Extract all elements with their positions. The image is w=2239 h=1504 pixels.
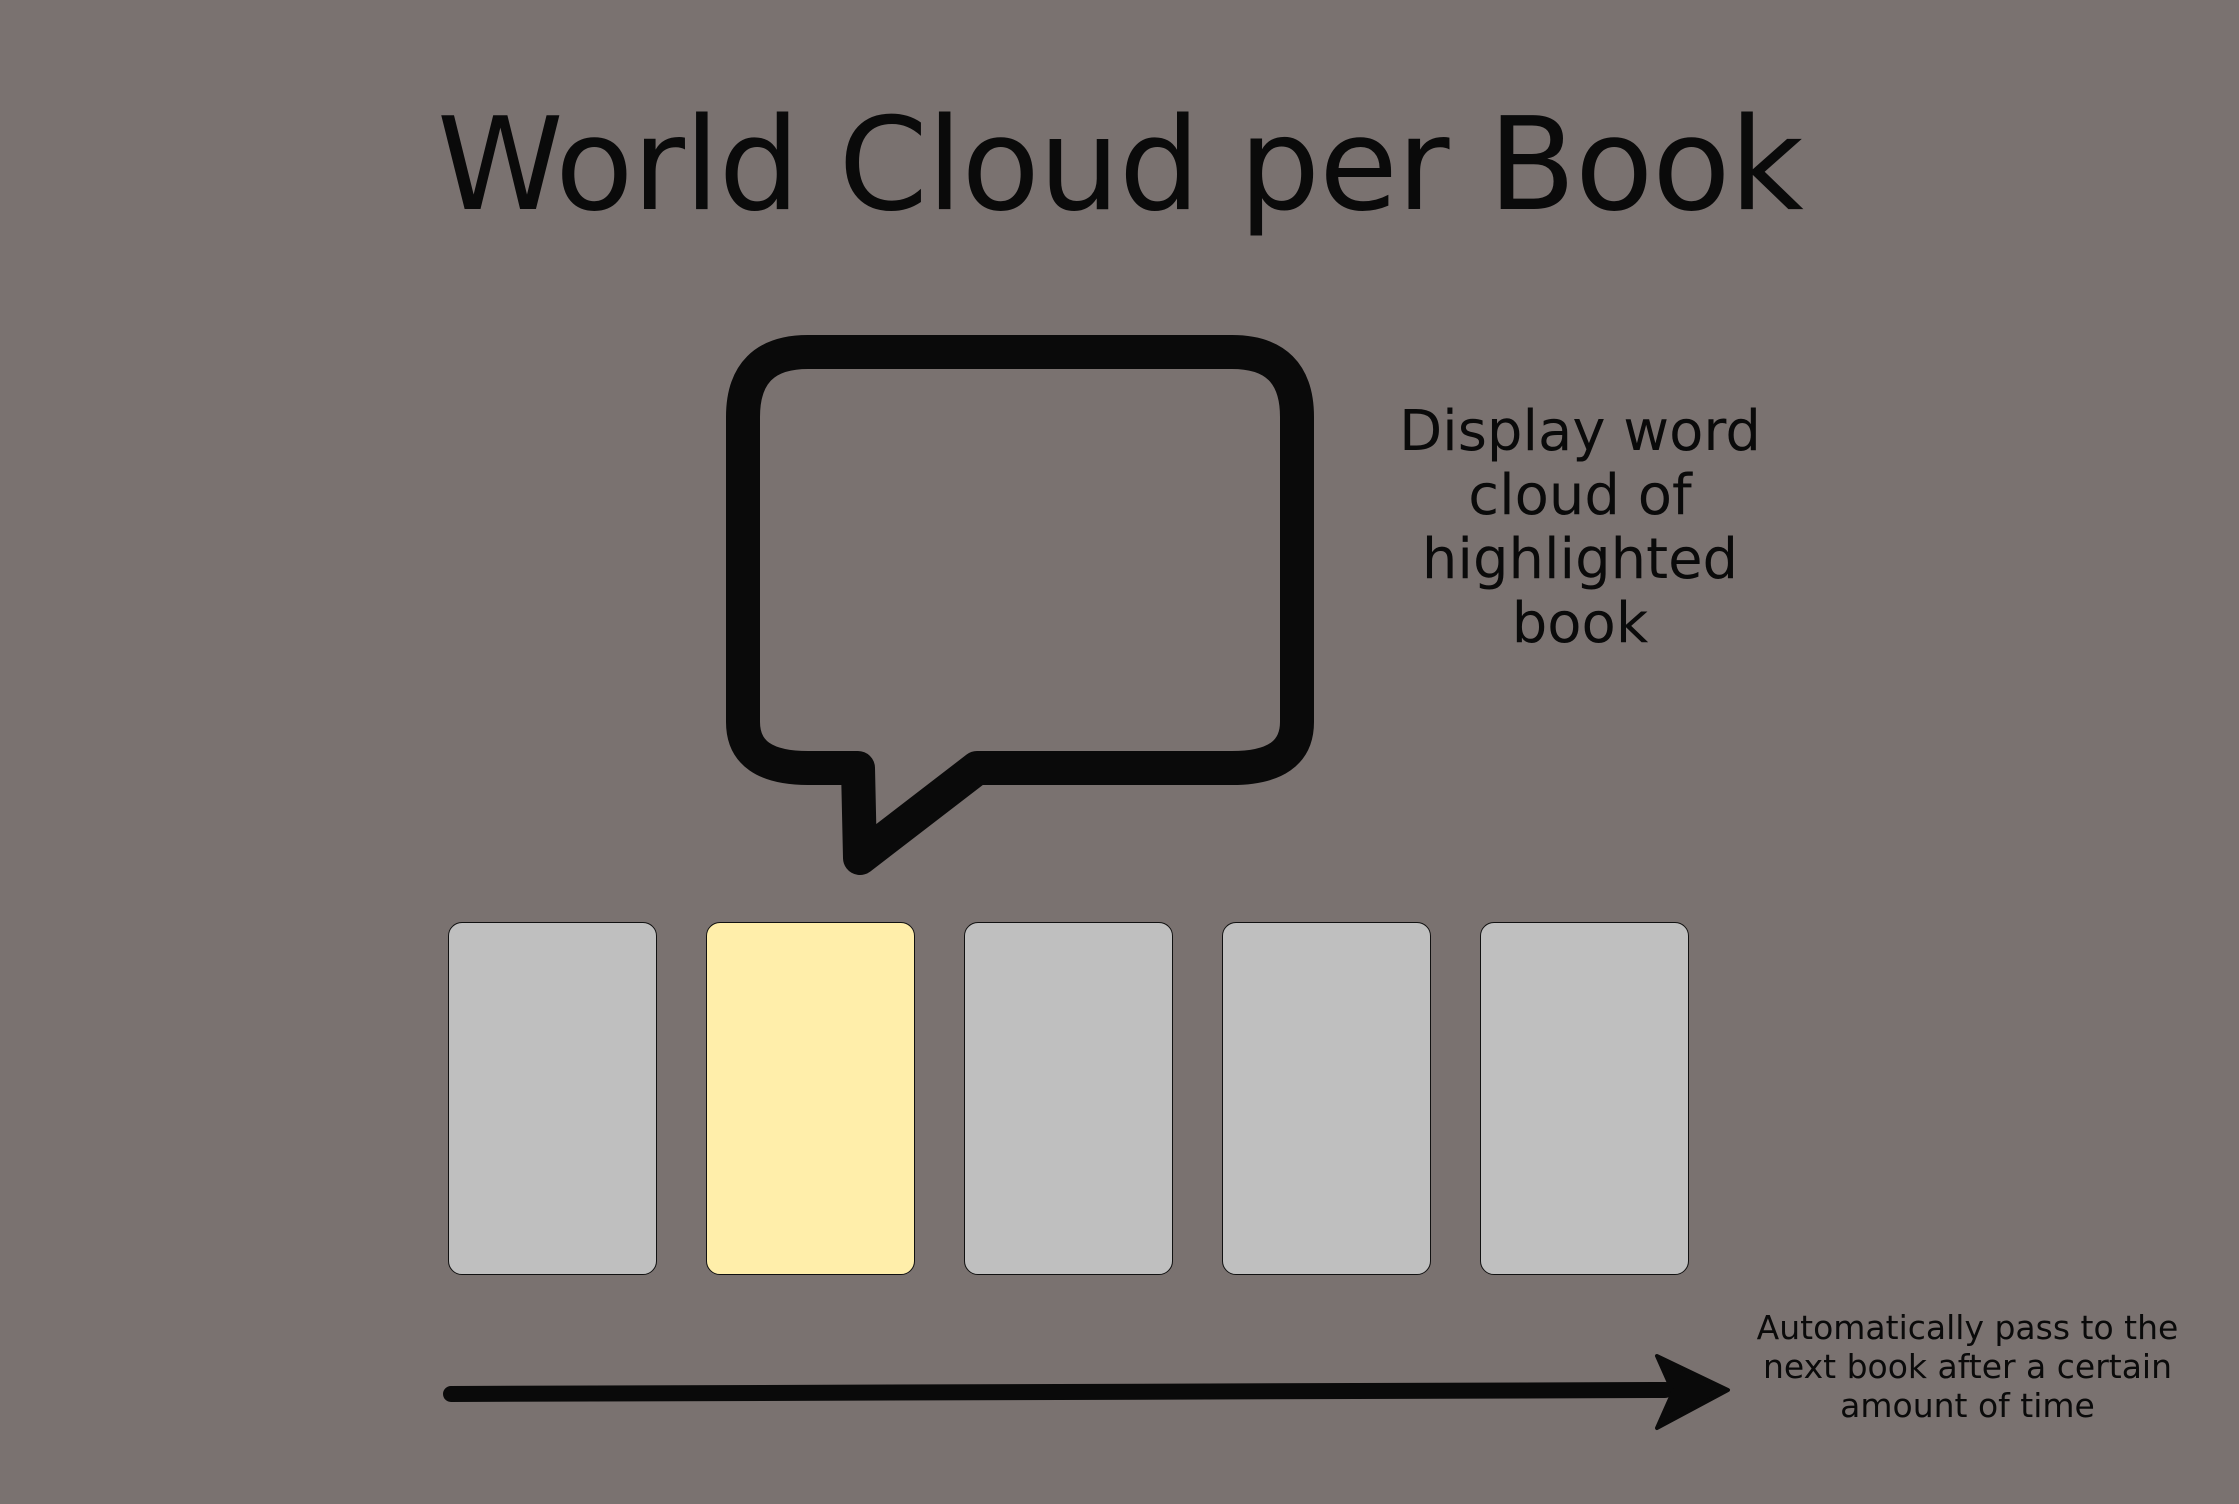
book-card xyxy=(1480,922,1689,1275)
arrow-caption: Automatically pass to the next book afte… xyxy=(1756,1308,2179,1425)
timeline-arrow-line xyxy=(443,1382,1673,1402)
book-row xyxy=(448,922,1692,1277)
diagram-title: World Cloud per Book xyxy=(437,91,1804,240)
book-card xyxy=(964,922,1173,1275)
book-card xyxy=(448,922,657,1275)
speech-bubble-icon xyxy=(726,335,1314,875)
book-card xyxy=(1222,922,1431,1275)
book-card-highlighted xyxy=(706,922,915,1275)
bubble-caption: Display word cloud of highlighted book xyxy=(1399,399,1761,656)
arrow-right-icon xyxy=(1655,1354,1730,1430)
